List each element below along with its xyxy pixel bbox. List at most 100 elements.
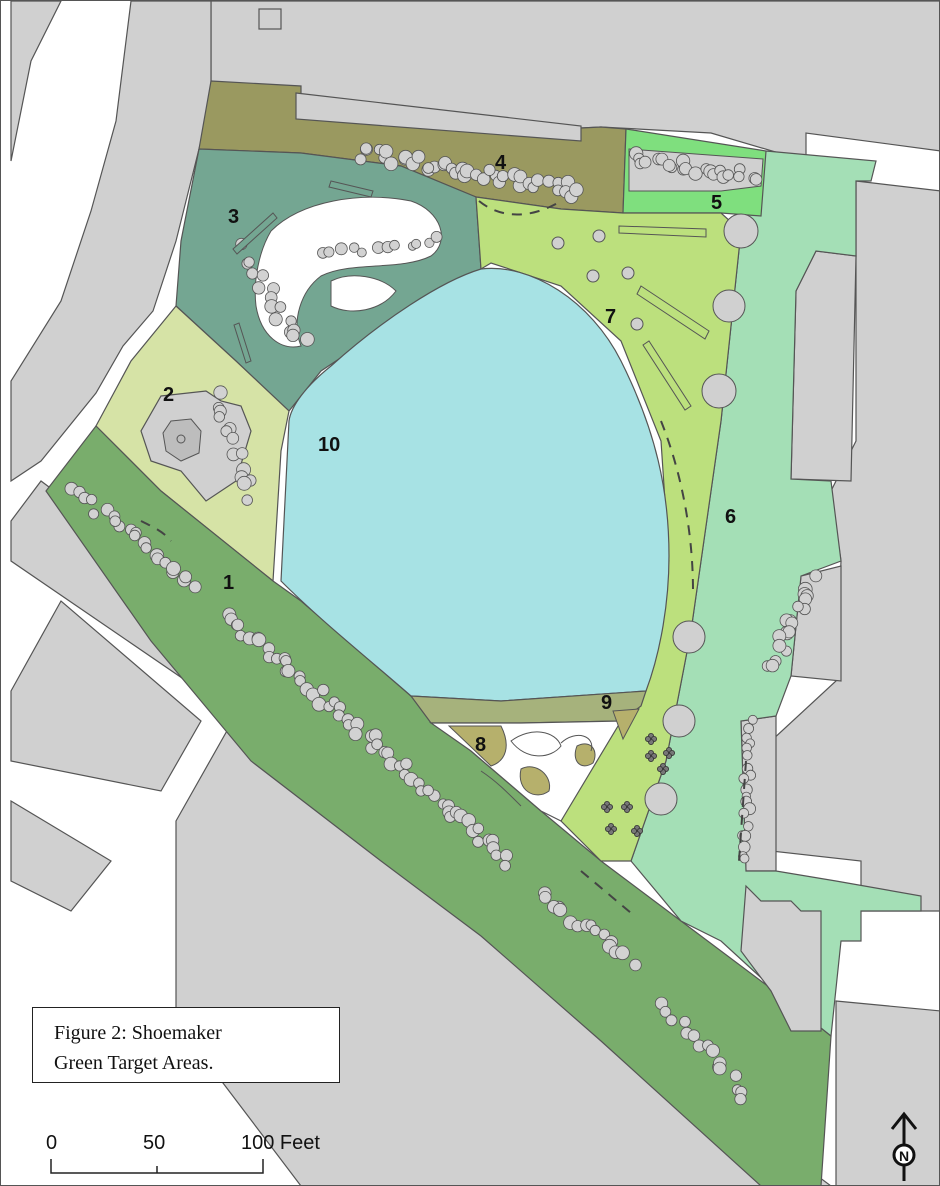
bench [233, 322, 252, 364]
large-tree [662, 704, 696, 738]
tree [422, 162, 435, 174]
area-2-pavilion-center [176, 434, 186, 444]
tree [246, 267, 259, 280]
tree [729, 1069, 743, 1082]
small-tree [592, 229, 606, 243]
tree [226, 431, 240, 445]
building-southwest-2 [10, 799, 112, 912]
tree [323, 246, 335, 258]
tree [705, 1043, 720, 1058]
tree [688, 166, 703, 181]
building-west-edge [10, 1, 62, 162]
north-arrow-circle [892, 1143, 916, 1167]
tree [349, 242, 360, 253]
building-inner-strip [790, 250, 857, 482]
caption-line-2: Green Target Areas. [54, 1052, 214, 1074]
tree [411, 238, 422, 249]
large-tree [712, 289, 746, 323]
tree [739, 853, 750, 864]
tree [477, 172, 491, 186]
shrub [621, 804, 628, 811]
area-6 [630, 150, 922, 1038]
area-3-paving [254, 196, 442, 348]
scale-bar: 0 50 100 Feet [46, 1132, 320, 1174]
tree [747, 714, 758, 725]
tree [188, 580, 202, 594]
dashed-paths [140, 200, 747, 914]
tree [422, 784, 434, 797]
tree [659, 1005, 672, 1018]
bench [232, 212, 278, 255]
tree [569, 182, 584, 197]
tree [738, 807, 750, 819]
bench [636, 285, 710, 340]
large-tree [701, 373, 737, 409]
area-label-6: 6 [725, 506, 736, 528]
tree [733, 171, 745, 183]
tree [772, 638, 787, 653]
bench [618, 225, 707, 238]
large-tree [723, 213, 759, 249]
tree [213, 385, 228, 400]
tree [742, 750, 753, 761]
tree [553, 902, 568, 917]
area-label-1: 1 [223, 572, 234, 594]
tree [166, 561, 181, 576]
scale-tick-label-0: 0 [46, 1132, 57, 1154]
tree [389, 239, 400, 251]
area-8-paving [480, 731, 593, 807]
tree [472, 822, 485, 835]
bench [642, 340, 692, 411]
tree [251, 632, 267, 648]
tree [743, 723, 754, 734]
shrubs [601, 733, 676, 838]
large-tree [644, 782, 678, 816]
shrub [605, 826, 612, 833]
tree [500, 849, 513, 862]
area-label-9: 9 [601, 692, 612, 714]
tree [281, 664, 296, 678]
area-6-bay [740, 884, 822, 1032]
north-arrow: N [890, 1111, 918, 1181]
tree [687, 1029, 701, 1042]
tree [400, 757, 413, 770]
tree [483, 163, 496, 176]
scale-tick-label-100: 100 Feet [241, 1132, 320, 1154]
bench [328, 180, 374, 198]
tree [499, 859, 511, 872]
tree [538, 890, 552, 904]
small-tree [630, 317, 644, 331]
tree [513, 169, 528, 184]
tree [765, 658, 780, 673]
shrub [657, 766, 664, 773]
area-label-2: 2 [163, 384, 174, 406]
tree [231, 618, 245, 632]
building-top-notch [258, 8, 282, 30]
north-arrow-letter: N [899, 1148, 909, 1164]
tree [317, 683, 330, 697]
tree-clusters [64, 142, 823, 1106]
tree [243, 256, 255, 268]
tree [749, 173, 763, 186]
tree [86, 493, 98, 506]
tree [354, 153, 367, 166]
building-southeast [835, 1000, 939, 1185]
tree [268, 312, 283, 327]
figure-caption: Figure 2: Shoemaker Green Target Areas. [32, 1007, 340, 1083]
tree [378, 144, 394, 159]
shrub [645, 736, 652, 743]
area-8-patches [447, 708, 640, 796]
benches [232, 180, 710, 411]
area-8-patch [447, 725, 507, 767]
area-label-5: 5 [711, 192, 722, 214]
shrub [663, 750, 670, 757]
tree [712, 1061, 727, 1076]
tree [615, 945, 630, 961]
tree [383, 156, 399, 172]
tree [334, 242, 348, 256]
tree [88, 508, 100, 520]
tree [274, 301, 287, 313]
tree [235, 447, 249, 460]
